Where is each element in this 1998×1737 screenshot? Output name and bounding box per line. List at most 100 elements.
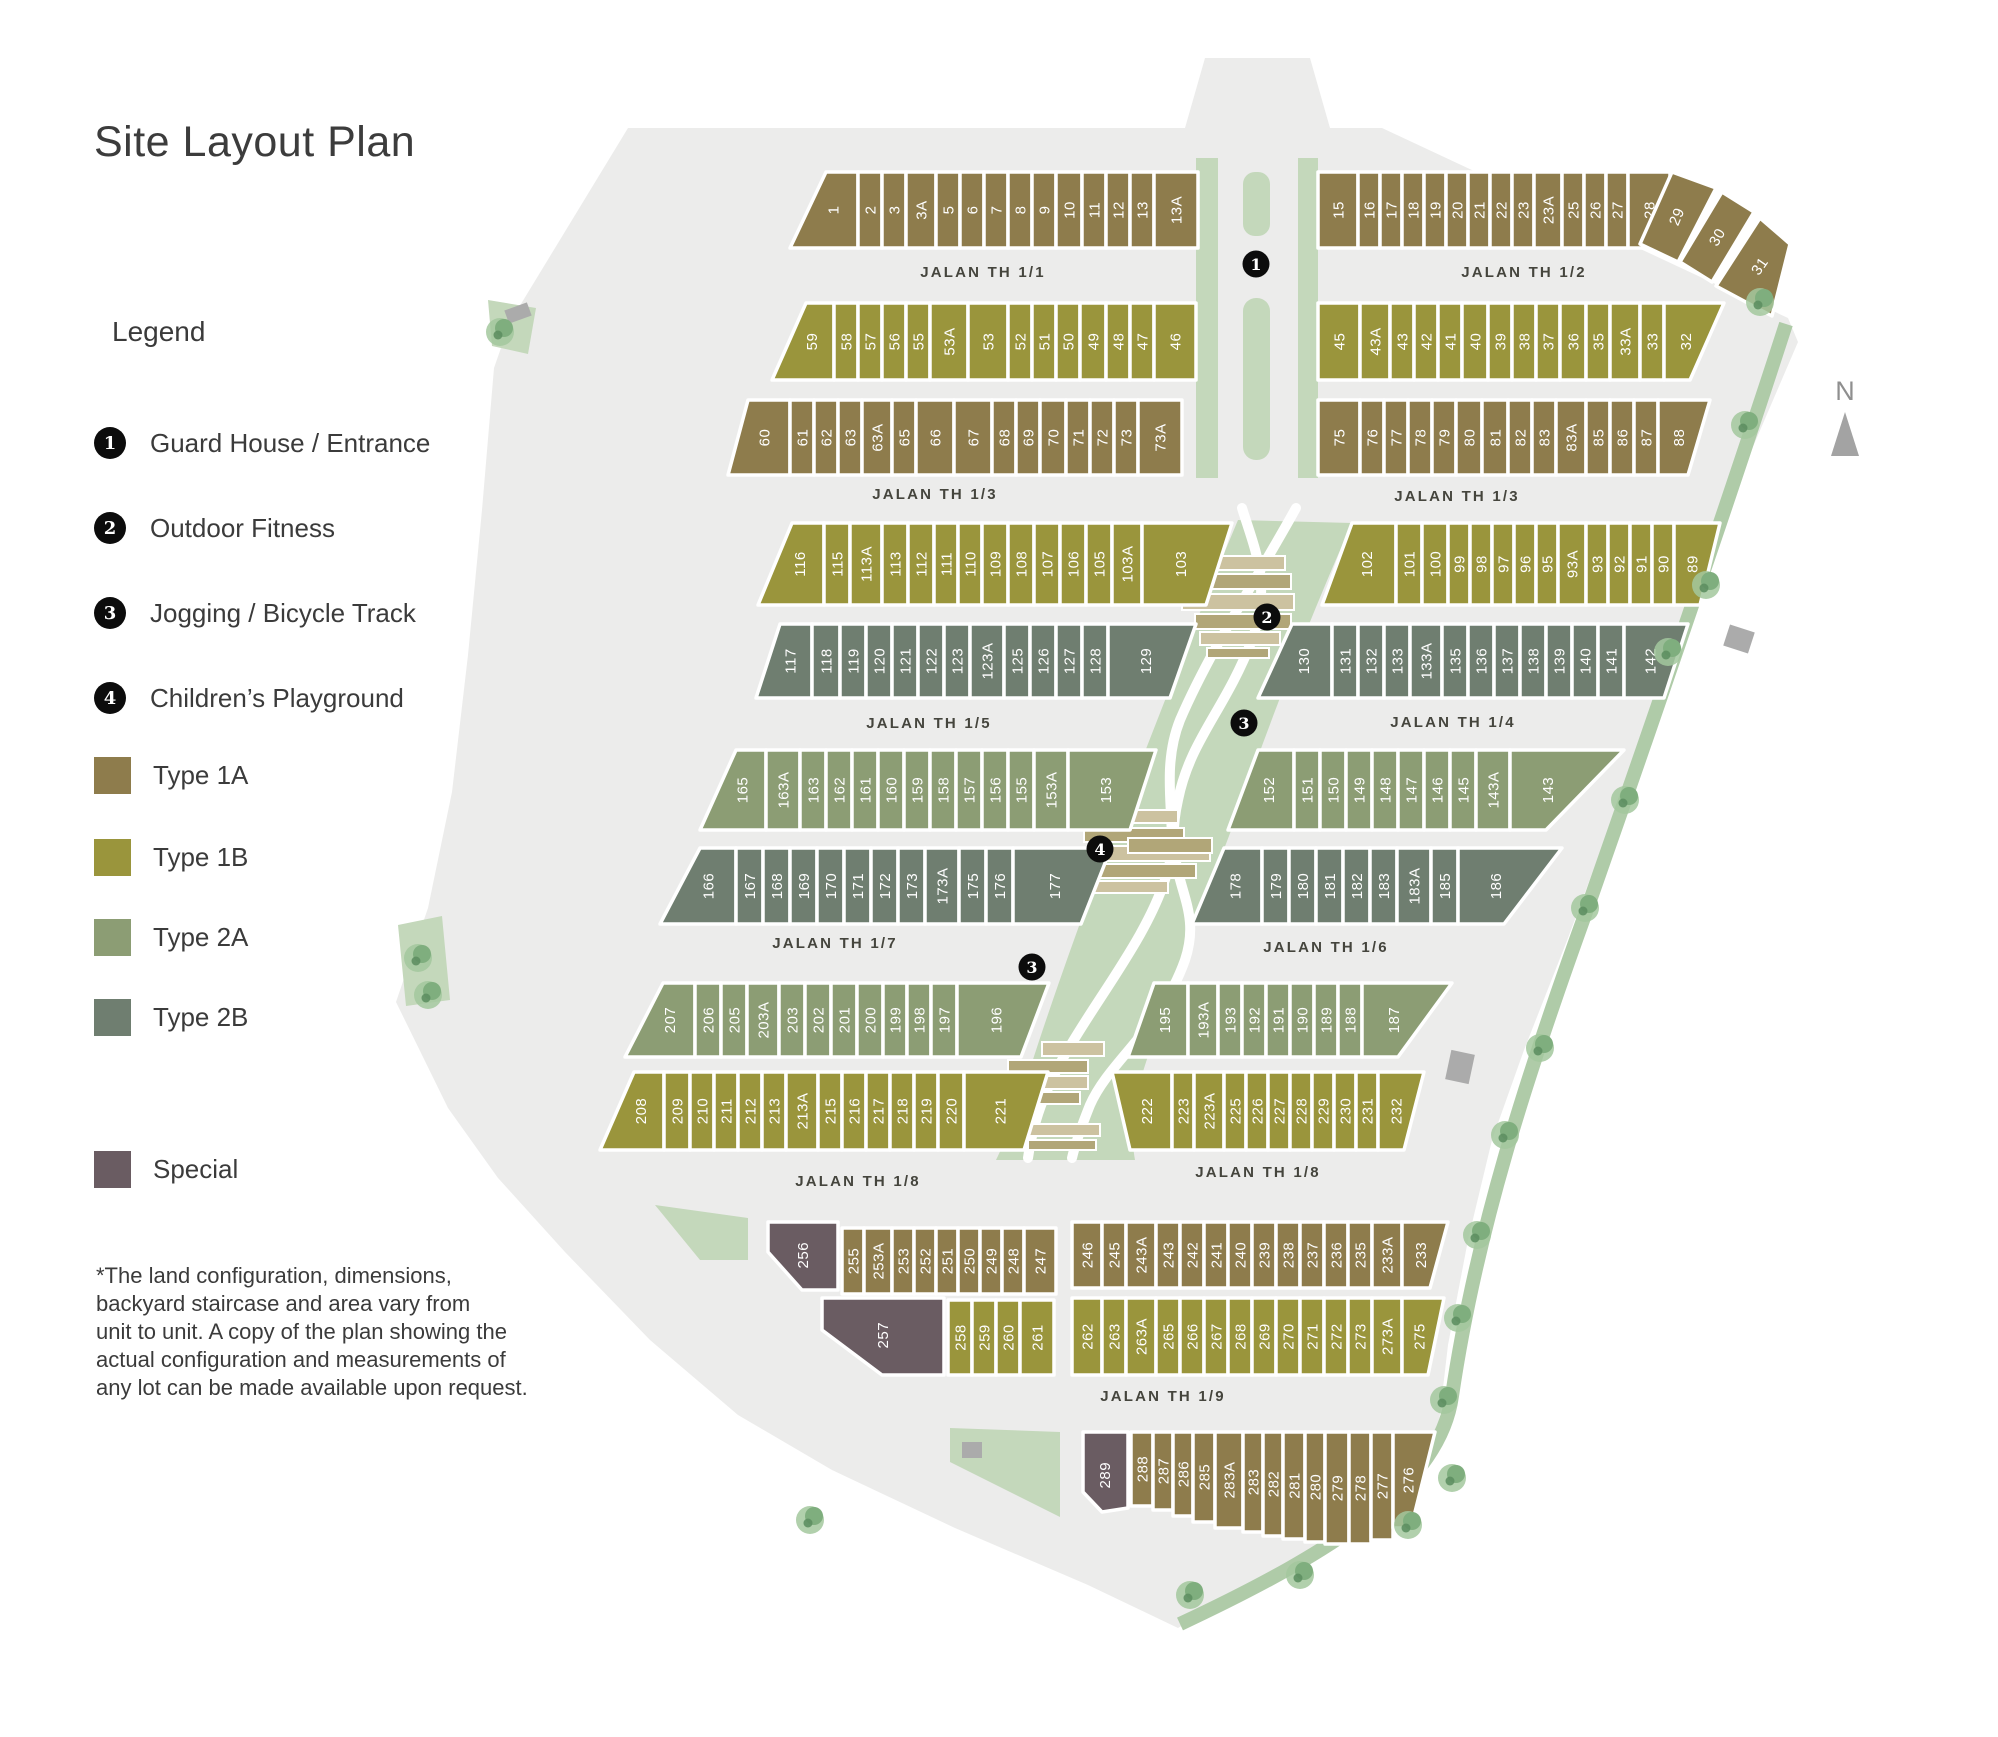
tree-icon: [796, 1506, 824, 1534]
lot-275[interactable]: [1400, 1296, 1446, 1377]
lot-number: 238: [1280, 1242, 1297, 1269]
lot-number: 13: [1134, 201, 1151, 219]
lot-196[interactable]: [955, 981, 1051, 1059]
tree-canopy: [1183, 1593, 1193, 1603]
lot-number: 272: [1328, 1323, 1345, 1350]
lot-number: 111: [938, 552, 955, 576]
lot-289[interactable]: [1081, 1430, 1130, 1514]
lot-233[interactable]: [1400, 1220, 1450, 1290]
lot-247[interactable]: [1022, 1226, 1058, 1296]
lot-number: 108: [1013, 551, 1030, 578]
lot-number: 82: [1512, 429, 1529, 447]
lot-256[interactable]: [766, 1220, 840, 1292]
lot-232[interactable]: [1376, 1070, 1426, 1152]
lot-number: 165: [734, 777, 751, 804]
marker-number: 3: [1026, 958, 1037, 977]
lot-278[interactable]: [1347, 1430, 1373, 1546]
station-bar: [1041, 1041, 1105, 1057]
lot-number: 140: [1577, 648, 1594, 675]
lot-number: 240: [1232, 1242, 1249, 1269]
lot-number: 248: [1005, 1248, 1022, 1275]
lot-31[interactable]: [1714, 216, 1792, 318]
lot-number: 56: [886, 333, 903, 351]
lot-number: 241: [1208, 1242, 1225, 1269]
lot-number: 260: [1000, 1324, 1017, 1351]
lot-73A[interactable]: [1136, 398, 1184, 477]
lot-32[interactable]: [1662, 301, 1726, 382]
tree-canopy: [1437, 1398, 1447, 1408]
lot-number: 58: [838, 333, 855, 351]
lot-number: 2: [862, 206, 879, 215]
lot-number: 30: [1706, 225, 1730, 249]
lot-number: 41: [1442, 333, 1459, 351]
tree-canopy: [493, 330, 503, 340]
tree-icon: [1746, 288, 1774, 316]
lot-number: 273: [1352, 1323, 1369, 1350]
lot-221[interactable]: [962, 1070, 1050, 1152]
lot-number: 200: [862, 1007, 879, 1034]
north-label: N: [1835, 376, 1855, 406]
tree-canopy: [1451, 1316, 1461, 1326]
lot-277[interactable]: [1369, 1430, 1395, 1542]
green-area: [1298, 158, 1318, 478]
lot-88[interactable]: [1656, 398, 1712, 477]
legend-item-label: Outdoor Fitness: [150, 512, 335, 543]
tree-icon: [1692, 571, 1720, 599]
lot-number: 59: [804, 333, 821, 351]
lot-177[interactable]: [1011, 846, 1113, 926]
tree-icon: [1430, 1386, 1458, 1414]
lot-186[interactable]: [1456, 846, 1564, 926]
lot-30[interactable]: [1678, 190, 1756, 284]
tree-icon: [1571, 894, 1599, 922]
lot-261[interactable]: [1018, 1298, 1056, 1377]
lot-187[interactable]: [1360, 981, 1454, 1059]
lot-29[interactable]: [1638, 170, 1718, 264]
lot-number: 168: [769, 873, 786, 900]
type-label: Type 1A: [153, 759, 249, 790]
lot-number: 60: [756, 429, 773, 447]
lot-143[interactable]: [1508, 748, 1626, 832]
lot-number: 79: [1436, 429, 1453, 447]
lot-number: 52: [1012, 333, 1029, 351]
tree-canopy: [803, 1518, 813, 1528]
lot-number: 135: [1447, 648, 1464, 675]
legend-item-label: Jogging / Bicycle Track: [150, 597, 416, 628]
lot-number: 258: [952, 1324, 969, 1351]
tree-canopy: [1533, 1046, 1543, 1056]
type-2a-swatch: [94, 918, 131, 956]
lot-number: 69: [1020, 429, 1037, 447]
lot-number: 143: [1540, 777, 1557, 804]
lot-number: 191: [1270, 1007, 1287, 1034]
lot-number: 11: [1086, 202, 1103, 219]
children-playground-station: [1083, 809, 1213, 894]
station-bar: [1021, 1123, 1101, 1137]
lot-13A[interactable]: [1152, 170, 1200, 250]
lot-number: 226: [1249, 1098, 1266, 1125]
lot-153[interactable]: [1066, 748, 1158, 832]
lot-number: 253A: [870, 1242, 887, 1279]
lot-number: 166: [700, 873, 717, 900]
lot-number: 106: [1065, 551, 1082, 578]
lot-46[interactable]: [1152, 301, 1198, 382]
lot-129[interactable]: [1106, 622, 1198, 700]
lot-103[interactable]: [1140, 521, 1234, 607]
lot-257[interactable]: [820, 1296, 946, 1377]
lot-number: 22: [1493, 201, 1510, 219]
lot-number: 163A: [775, 771, 792, 808]
lot-number: 276: [1400, 1467, 1417, 1494]
lot-number: 202: [810, 1007, 827, 1034]
lot-number: 86: [1614, 429, 1631, 447]
lot-number: 1: [825, 206, 842, 215]
lot-number: 115: [829, 551, 846, 576]
lot-number: 173: [904, 873, 921, 900]
lot-number: 265: [1160, 1323, 1177, 1350]
tree-canopy: [1738, 423, 1748, 433]
lot-number: 235: [1352, 1242, 1369, 1269]
lot-number: 161: [857, 777, 874, 804]
lot-number: 39: [1492, 333, 1509, 351]
lot-number: 128: [1087, 648, 1104, 675]
lot-89[interactable]: [1672, 521, 1722, 607]
